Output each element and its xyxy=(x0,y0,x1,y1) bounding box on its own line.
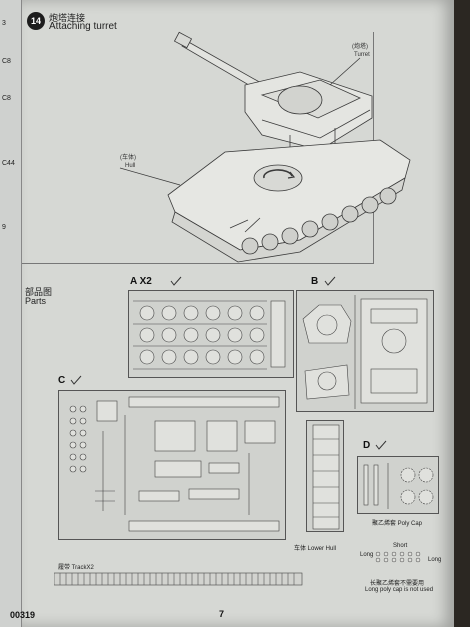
sprue-b-parts xyxy=(302,295,428,409)
turret-label-zh: (炮塔) xyxy=(352,44,368,50)
poly-cap-row xyxy=(375,551,421,563)
background-table xyxy=(454,0,470,627)
sprue-a-check-icon xyxy=(170,276,182,286)
long-cap-note-zh: 长聚乙烯套不需要用 xyxy=(370,581,425,587)
hull-label-en: Hull xyxy=(125,163,136,169)
sprue-d-check-icon xyxy=(375,440,387,450)
step-title-zh: 炮塔连接 xyxy=(49,13,86,23)
sprue-b-check-icon xyxy=(324,276,336,286)
sprue-b xyxy=(296,290,434,412)
page-number: 7 xyxy=(219,609,225,619)
step-number-badge: 14 xyxy=(27,12,45,30)
long-cap-note-en: Long poly cap is not used xyxy=(365,587,434,593)
parts-title-zh: 部品图 xyxy=(25,287,53,297)
lower-hull-label: 车体 Lower Hull xyxy=(294,546,337,552)
sprue-d-label: D xyxy=(363,440,371,451)
sprue-a-parts xyxy=(133,300,286,370)
lower-hull-part xyxy=(306,420,344,532)
prev-page-label: C8 xyxy=(2,58,11,65)
parts-title-en: Parts xyxy=(25,296,47,306)
track-strip xyxy=(54,572,303,586)
hull-label-zh: (车体) xyxy=(120,155,136,161)
long-cap-label-left: Long xyxy=(360,552,374,558)
sprue-c-parts xyxy=(69,396,280,532)
sprue-d xyxy=(357,456,439,514)
prev-page-label: C44 xyxy=(2,160,15,167)
sprue-d-parts xyxy=(363,463,434,509)
product-code: 00319 xyxy=(10,610,36,620)
prev-page-label: 9 xyxy=(2,224,6,231)
sprue-c-label: C xyxy=(58,375,66,386)
sprue-a xyxy=(128,290,294,378)
poly-cap-label: 聚乙烯套 Poly Cap xyxy=(372,521,423,527)
prev-page-label: 3 xyxy=(2,20,6,27)
prev-page-label: C8 xyxy=(2,95,11,102)
sprue-c xyxy=(58,390,286,540)
long-cap-label-right: Long xyxy=(428,557,442,563)
sprue-a-label: A X2 xyxy=(130,276,152,287)
sprue-c-check-icon xyxy=(70,375,82,385)
track-label: 履带 TrackX2 xyxy=(58,565,94,571)
lower-hull-drawing xyxy=(312,424,340,530)
step-title-en: Attaching turret xyxy=(49,21,117,32)
previous-page-edge: 3 C8 C8 C44 9 xyxy=(0,0,22,627)
sprue-b-label: B xyxy=(311,276,319,287)
short-cap-label: Short xyxy=(393,543,408,549)
turret-label-en: Turret xyxy=(354,52,370,58)
